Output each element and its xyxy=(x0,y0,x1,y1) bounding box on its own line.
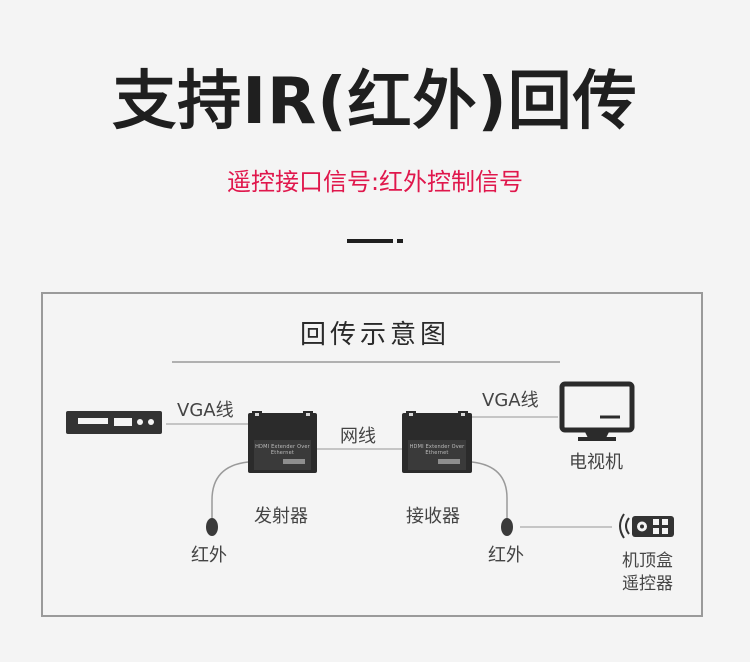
right-vga-label: VGA线 xyxy=(482,390,539,411)
transmitter-device-tag xyxy=(283,459,305,464)
left-vga-label: VGA线 xyxy=(177,400,234,421)
remote-control-icon xyxy=(619,513,674,539)
stb-label-line1: 机顶盒 xyxy=(622,551,673,571)
monitor-icon xyxy=(559,381,635,441)
receiver-label: 接收器 xyxy=(406,506,460,527)
receiver-device-text: HDMI Extender Over Ethernet xyxy=(409,444,465,456)
dvd-player-icon xyxy=(66,411,162,434)
page-subtitle: 遥控接口信号:红外控制信号 xyxy=(226,168,524,196)
transmitter-device: HDMI Extender Over Ethernet xyxy=(248,411,317,473)
ir-left-sensor-icon xyxy=(206,518,218,536)
transmitter-label: 发射器 xyxy=(254,506,308,527)
page-title: 支持IR(红外)回传 xyxy=(112,65,638,139)
transmitter-device-text: HDMI Extender Over Ethernet xyxy=(255,444,310,456)
title-divider xyxy=(347,239,393,243)
title-divider-dot xyxy=(397,239,403,243)
stb-label-line2: 遥控器 xyxy=(622,574,673,594)
receiver-device-tag xyxy=(438,459,460,464)
diagram-title: 回传示意图 xyxy=(299,320,450,350)
ir-right-sensor-icon xyxy=(501,518,513,536)
ir-right-label: 红外 xyxy=(488,545,524,566)
receiver-device: HDMI Extender Over Ethernet xyxy=(402,411,472,473)
tv-label: 电视机 xyxy=(569,452,623,473)
ir-left-label: 红外 xyxy=(191,545,227,566)
ir-left-cable xyxy=(211,461,249,518)
ir-right-cable xyxy=(471,461,508,518)
diagram-frame xyxy=(41,292,703,617)
network-cable-label: 网线 xyxy=(340,426,376,447)
